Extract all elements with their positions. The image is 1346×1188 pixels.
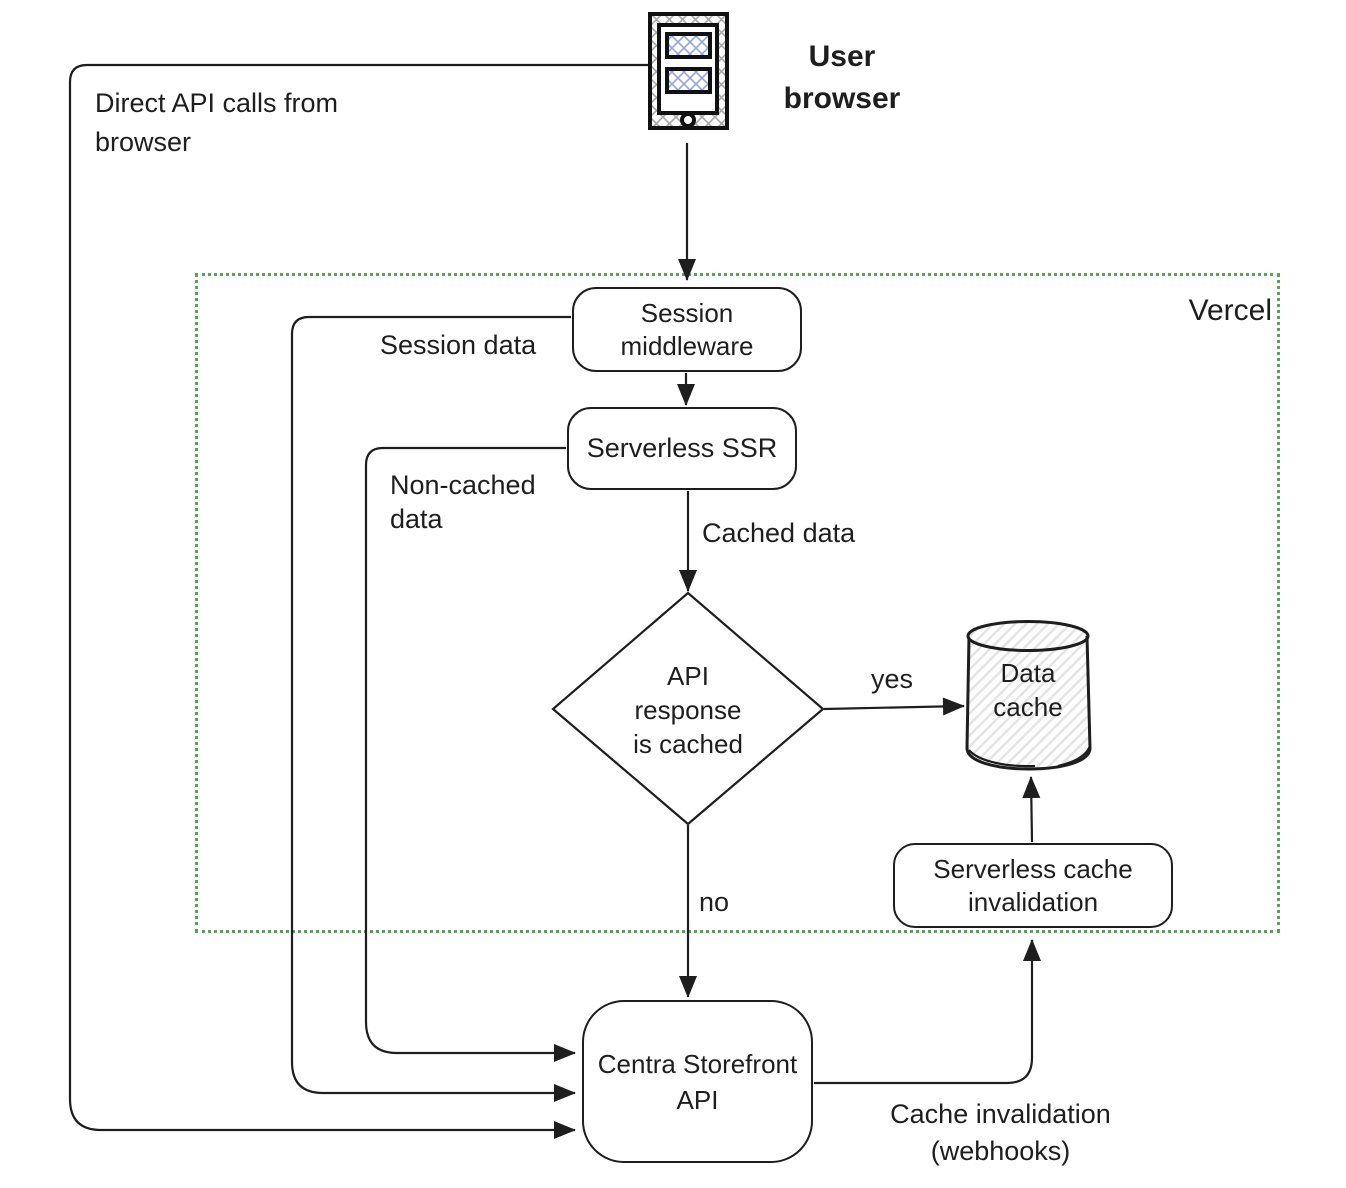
data-cache-label: Data cache: [993, 658, 1063, 722]
edge-label-non-cached-data: Non-cached data: [390, 470, 536, 534]
smartphone-browser-icon: [648, 12, 729, 130]
edge-label-session-data: Session data: [380, 330, 537, 360]
edge-session-data: [290, 315, 576, 1102]
edge-yes: [823, 697, 965, 716]
user-browser-label: User browser: [783, 40, 901, 115]
centra-storefront-api-node: Centra Storefront API: [582, 1000, 813, 1163]
serverless-cache-invalidation-label: Serverless cache invalidation: [933, 853, 1133, 917]
edge-group: [68, 63, 1041, 1139]
session-middleware-node: Session middleware: [572, 287, 802, 372]
decision-diamond-label: API response is cached: [633, 661, 743, 759]
edge-label-cached-data: Cached data: [702, 518, 856, 548]
edge-label-webhooks: Cache invalidation (webhooks): [890, 1099, 1111, 1166]
edge-invalidation-to-cache: [1022, 776, 1041, 843]
serverless-ssr-node: Serverless SSR: [567, 407, 797, 490]
edge-direct-api: [68, 63, 649, 1139]
edge-label-yes: yes: [871, 664, 914, 694]
edge-webhooks: [814, 939, 1041, 1085]
session-middleware-label: Session middleware: [620, 297, 754, 361]
vercel-container: [195, 273, 1280, 933]
serverless-ssr-label: Serverless SSR: [586, 433, 778, 463]
vercel-label: Vercel: [1188, 294, 1272, 327]
database-cylinder-icon: [965, 620, 1092, 771]
edge-label-direct-api: Direct API calls from browser: [95, 88, 339, 157]
edge-label-no: no: [699, 887, 730, 917]
serverless-cache-invalidation-node: Serverless cache invalidation: [893, 843, 1173, 928]
centra-storefront-api-label: Centra Storefront API: [597, 1048, 798, 1115]
decision-diamond: [551, 591, 825, 826]
edge-non-cached-data: [364, 446, 576, 1062]
